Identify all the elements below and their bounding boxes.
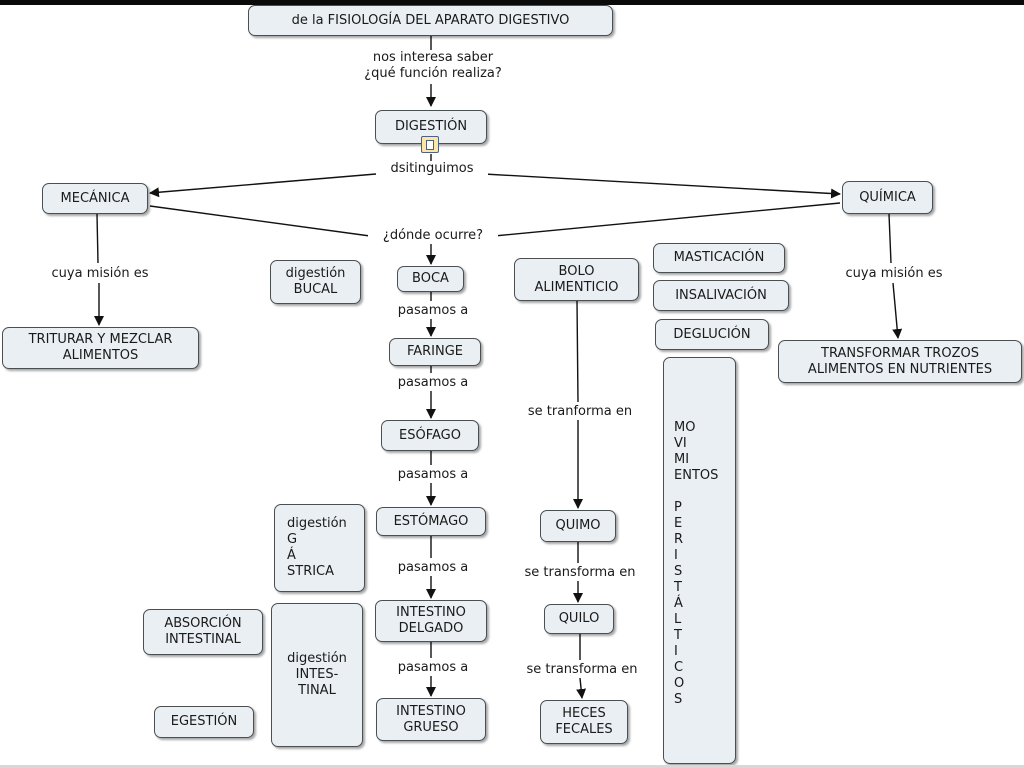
node-intestino-delgado[interactable]: INTESTINO DELGADO [375, 600, 487, 642]
connector-mecanica-donde [149, 205, 371, 237]
link-pasamos-a-5: pasamos a [381, 660, 485, 676]
connector-to-mecanica [149, 173, 377, 198]
link-pasamos-a-3: pasamos a [381, 467, 485, 483]
link-cuya-mision-quimica: cuya misión es [828, 266, 960, 282]
connector-mecanica-mision [96, 213, 99, 264]
node-heces-fecales[interactable]: HECES FECALES [540, 700, 628, 744]
node-digestion-bucal[interactable]: digestión BUCAL [270, 260, 361, 304]
link-se-transforma-en-1: se tranforma en [509, 404, 651, 420]
node-masticacion[interactable]: MASTICACIÓN [653, 243, 785, 273]
link-pasamos-a-1: pasamos a [381, 303, 485, 319]
link-distinguimos: dsitinguimos [376, 161, 488, 177]
connector-transforma-heces [576, 677, 587, 699]
connector-quimica-mision [888, 213, 892, 264]
connector-to-quimica [483, 173, 841, 199]
link-se-transforma-en-2: se transforma en [505, 565, 655, 581]
node-estomago[interactable]: ESTÓMAGO [376, 507, 486, 536]
node-absorcion-intestinal[interactable]: ABSORCIÓN INTESTINAL [143, 609, 263, 655]
link-se-transforma-en-3: se transforma en [507, 662, 657, 678]
bottom-divider [0, 765, 1024, 768]
node-quimica[interactable]: QUÍMICA [842, 181, 933, 214]
document-resource-icon[interactable] [421, 136, 439, 153]
node-quilo[interactable]: QUILO [544, 604, 614, 634]
node-insalivacion[interactable]: INSALIVACIÓN [653, 280, 789, 311]
node-egestion[interactable]: EGESTIÓN [154, 706, 254, 738]
node-triturar-mezclar[interactable]: TRITURAR Y MEZCLAR ALIMENTOS [2, 327, 199, 369]
node-fisiologia-aparato-digestivo[interactable]: de la FISIOLOGÍA DEL APARATO DIGESTIVO [248, 5, 613, 36]
node-digestion-gastrica[interactable]: digestión G Á STRICA [274, 504, 365, 592]
node-bolo-alimenticio[interactable]: BOLO ALIMENTICIO [514, 258, 639, 301]
connector-mision-transformar [892, 282, 903, 339]
connector-bolo-transforma [576, 300, 579, 403]
link-pasamos-a-4: pasamos a [381, 560, 485, 576]
node-digestion-intestinal[interactable]: digestión INTES- TINAL [271, 603, 363, 747]
node-deglucion[interactable]: DEGLUCIÓN [655, 319, 769, 350]
top-bar [0, 0, 1024, 5]
link-cuya-mision-mecanica: cuya misión es [34, 266, 166, 282]
link-donde-ocurre: ¿dónde ocurre? [368, 228, 498, 244]
node-mecanica[interactable]: MECÁNICA [42, 183, 148, 214]
node-intestino-grueso[interactable]: INTESTINO GRUESO [376, 698, 486, 741]
link-nos-interesa-saber: nos interesa saber ¿qué función realiza? [341, 50, 525, 82]
connector-quimica-donde [493, 202, 841, 237]
node-transformar-trozos[interactable]: TRANSFORMAR TROZOS ALIMENTOS EN NUTRIENT… [778, 340, 1022, 383]
link-pasamos-a-2: pasamos a [381, 375, 485, 391]
node-movimientos-peristalticos[interactable]: MO VI MI ENTOS P E R I S T Á L T I C O S [663, 357, 736, 764]
node-faringe[interactable]: FARINGE [389, 338, 481, 366]
node-esofago[interactable]: ESÓFAGO [381, 420, 479, 451]
node-quimo[interactable]: QUIMO [540, 510, 616, 542]
node-boca[interactable]: BOCA [397, 266, 464, 292]
